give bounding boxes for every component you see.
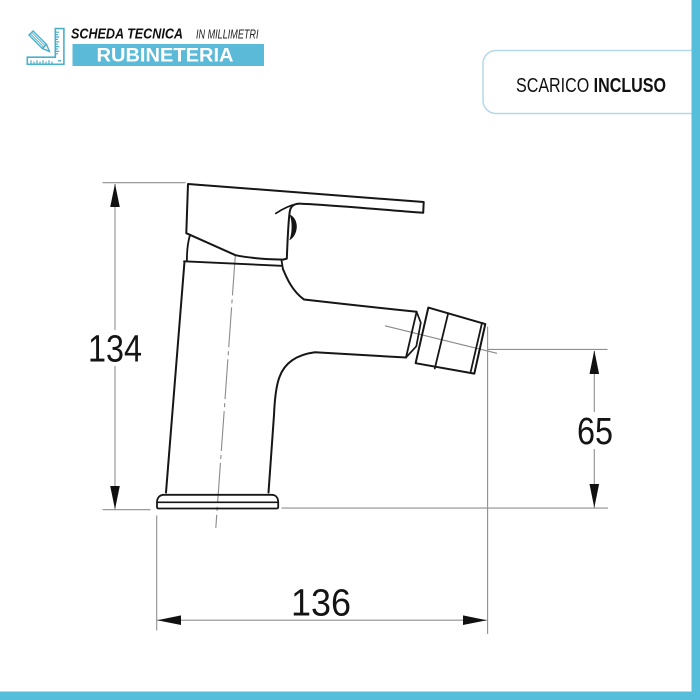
- svg-text:134: 134: [88, 329, 142, 371]
- svg-text:IN MILLIMETRI: IN MILLIMETRI: [196, 27, 259, 42]
- svg-text:RUBINETERIA: RUBINETERIA: [97, 46, 234, 67]
- svg-text:SCARICO INCLUSO: SCARICO INCLUSO: [516, 75, 666, 97]
- svg-text:SCHEDA TECNICA: SCHEDA TECNICA: [71, 26, 183, 43]
- svg-text:136: 136: [291, 583, 351, 625]
- svg-text:65: 65: [577, 411, 613, 453]
